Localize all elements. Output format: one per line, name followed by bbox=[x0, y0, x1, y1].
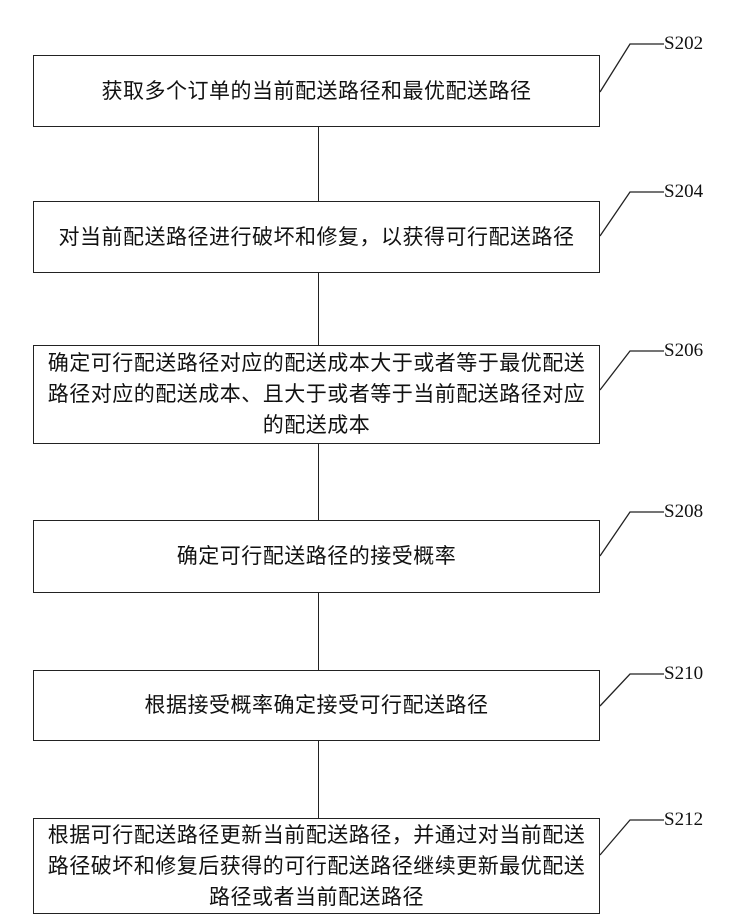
step-label-s208: S208 bbox=[664, 501, 703, 523]
step-text: 确定可行配送路径对应的配送成本大于或者等于最优配送路径对应的配送成本、且大于或者… bbox=[46, 348, 587, 441]
connector-line bbox=[318, 592, 319, 670]
leader-line-s212 bbox=[600, 820, 664, 855]
step-box-s204: 对当前配送路径进行破坏和修复，以获得可行配送路径 bbox=[33, 201, 600, 273]
leader-line-s202 bbox=[600, 44, 664, 92]
step-box-s210: 根据接受概率确定接受可行配送路径 bbox=[33, 670, 600, 741]
step-text: 确定可行配送路径的接受概率 bbox=[46, 541, 587, 572]
step-box-s212: 根据可行配送路径更新当前配送路径，并通过对当前配送路径破坏和修复后获得的可行配送… bbox=[33, 818, 600, 914]
connector-line bbox=[318, 126, 319, 201]
connector-line bbox=[318, 740, 319, 818]
step-label-s204: S204 bbox=[664, 181, 703, 203]
leader-line-s206 bbox=[600, 351, 664, 390]
step-label-s206: S206 bbox=[664, 340, 703, 362]
step-box-s206: 确定可行配送路径对应的配送成本大于或者等于最优配送路径对应的配送成本、且大于或者… bbox=[33, 345, 600, 444]
leader-line-s208 bbox=[600, 512, 664, 556]
leader-line-s210 bbox=[600, 674, 664, 706]
step-label-s202: S202 bbox=[664, 33, 703, 55]
connector-line bbox=[318, 443, 319, 520]
step-text: 根据可行配送路径更新当前配送路径，并通过对当前配送路径破坏和修复后获得的可行配送… bbox=[46, 820, 587, 913]
step-box-s202: 获取多个订单的当前配送路径和最优配送路径 bbox=[33, 55, 600, 127]
step-text: 获取多个订单的当前配送路径和最优配送路径 bbox=[46, 76, 587, 107]
step-text: 根据接受概率确定接受可行配送路径 bbox=[46, 690, 587, 721]
connector-line bbox=[318, 272, 319, 345]
step-label-s212: S212 bbox=[664, 809, 703, 831]
step-label-s210: S210 bbox=[664, 663, 703, 685]
leader-line-s204 bbox=[600, 192, 664, 236]
step-box-s208: 确定可行配送路径的接受概率 bbox=[33, 520, 600, 593]
step-text: 对当前配送路径进行破坏和修复，以获得可行配送路径 bbox=[46, 222, 587, 253]
